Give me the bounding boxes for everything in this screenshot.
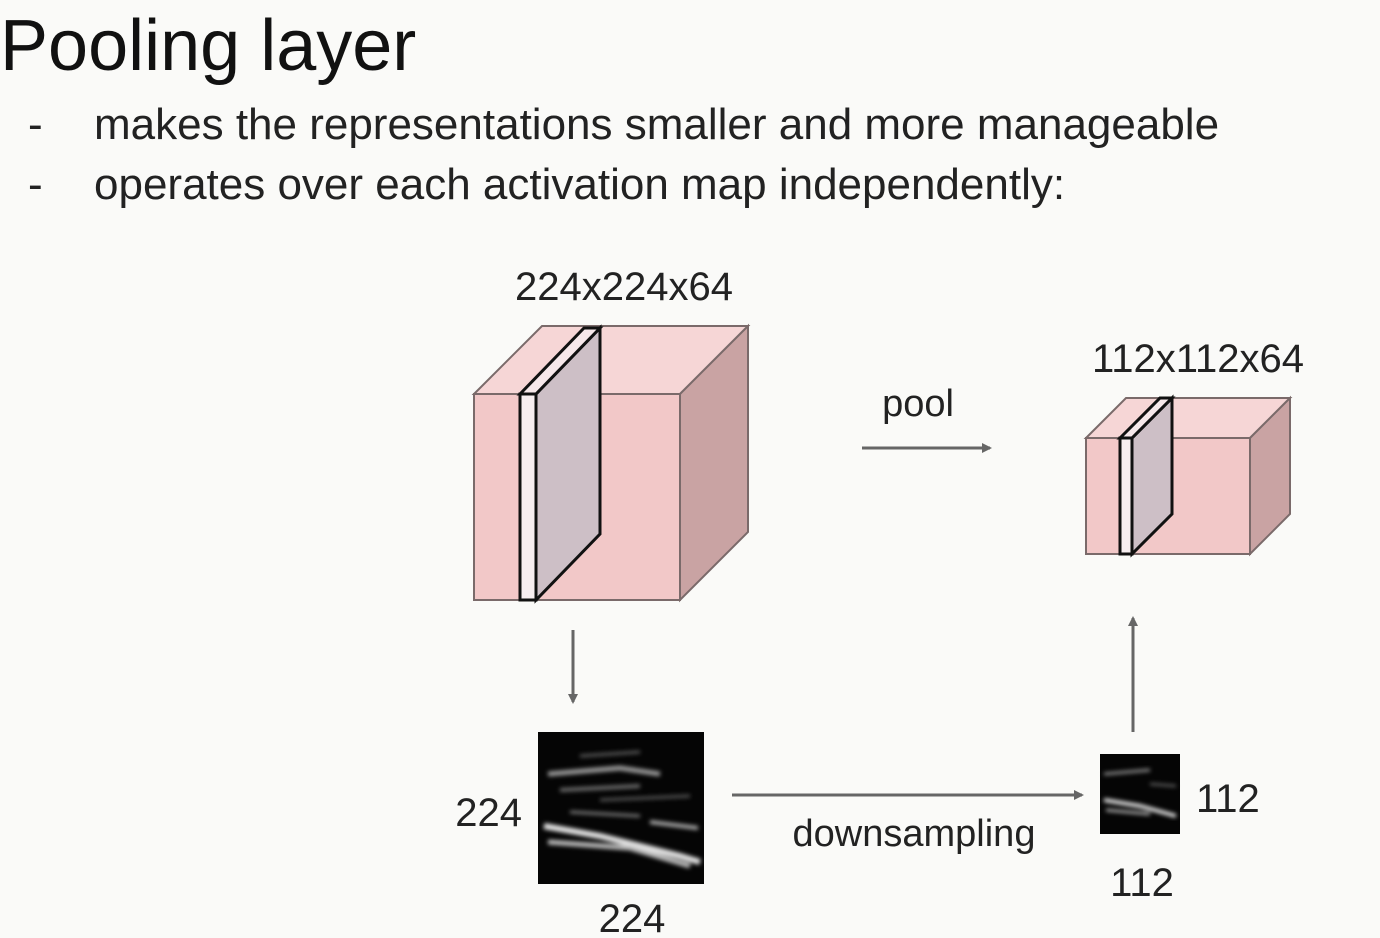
pool-label: pool bbox=[882, 383, 954, 425]
output-activation-map bbox=[1100, 754, 1180, 834]
output-map-background bbox=[1100, 754, 1180, 834]
input-volume-label: 224x224x64 bbox=[515, 265, 733, 309]
bullet-text: makes the representations smaller and mo… bbox=[94, 100, 1220, 149]
output-volume bbox=[1083, 394, 1293, 558]
output-map-height-label: 112 bbox=[1196, 777, 1260, 821]
bullet-text: operates over each activation map indepe… bbox=[94, 160, 1066, 209]
bullet-marker: - bbox=[28, 100, 43, 149]
output-map-width-label: 112 bbox=[1110, 861, 1174, 905]
input-map-width-label: 224 bbox=[599, 897, 666, 938]
output-volume-label: 112x112x64 bbox=[1092, 337, 1304, 381]
output-map-texture bbox=[1103, 768, 1177, 818]
output-slice-front bbox=[1118, 436, 1134, 556]
input-map-texture bbox=[543, 750, 701, 869]
slide-title: Pooling layer bbox=[0, 6, 417, 86]
input-map-background bbox=[538, 732, 704, 884]
downsampling-label: downsampling bbox=[793, 813, 1036, 855]
input-activation-map bbox=[538, 732, 704, 884]
input-slice-front bbox=[518, 392, 538, 602]
input-map-height-label: 224 bbox=[455, 791, 522, 835]
input-volume bbox=[471, 323, 751, 604]
bullet-marker: - bbox=[28, 160, 43, 209]
